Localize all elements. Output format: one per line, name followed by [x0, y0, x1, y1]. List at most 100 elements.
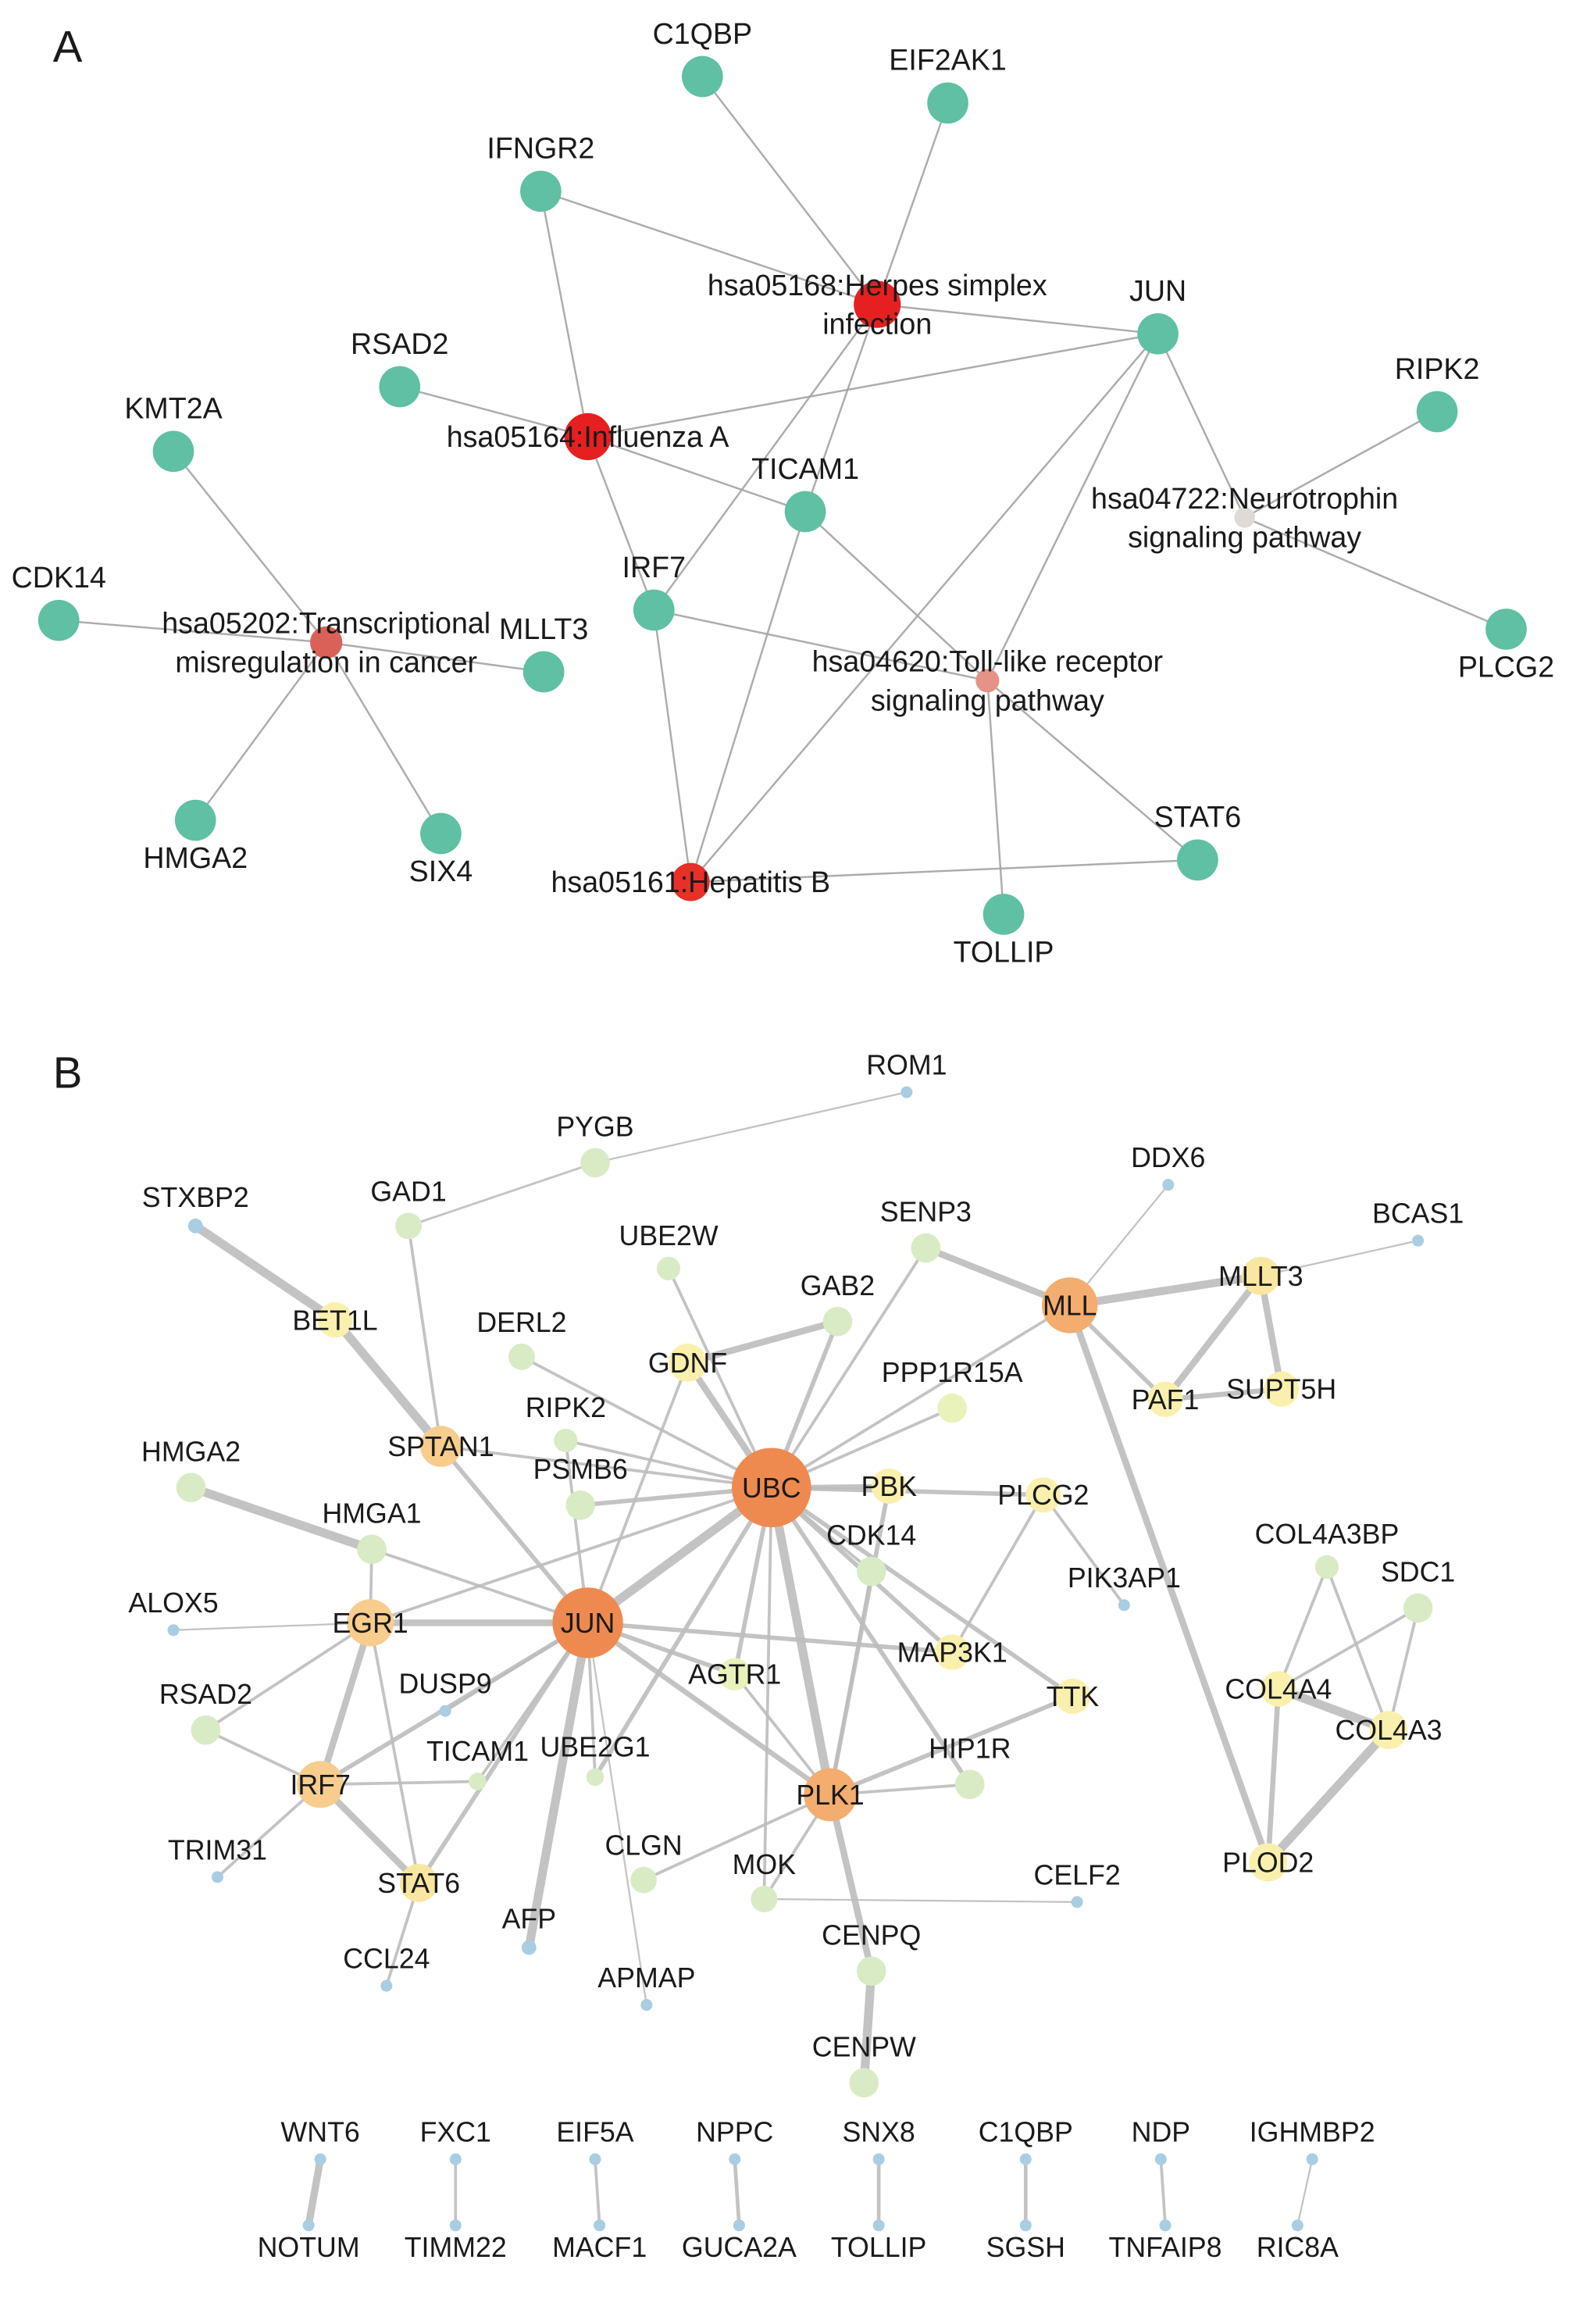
node-APMAP: [640, 1999, 653, 2012]
label-SDC1: SDC1: [1381, 1557, 1455, 1588]
node-KMT2A: [152, 430, 194, 473]
label-BCAS1: BCAS1: [1372, 1198, 1464, 1230]
panel-b-letter: B: [53, 1048, 83, 1097]
node-GUCA2A: [733, 2219, 745, 2232]
node-UBE2G1: [586, 1768, 604, 1787]
node-RIPK2: [554, 1428, 578, 1453]
node-CENPW: [849, 2068, 879, 2098]
node-RIPK2: [1416, 391, 1458, 433]
edge-COL4A3BP-COL4A3: [1325, 1565, 1390, 1732]
edge-CENPQ-CENPW: [859, 1966, 876, 2087]
node-MACF1: [594, 2219, 606, 2232]
edge-JUN-h05168: [876, 303, 1159, 335]
label-PYGB: PYGB: [556, 1112, 633, 1143]
label-h05164-line1: hsa05164:Influenza A: [447, 420, 730, 453]
edge-EGR1-IRF7: [316, 1619, 374, 1788]
edge-NDP-TNFAIP8: [1159, 2158, 1167, 2227]
edge-JUN-h04722: [1157, 333, 1246, 519]
label-AGTR1: AGTR1: [688, 1659, 781, 1690]
label-UBE2G1: UBE2G1: [540, 1732, 650, 1763]
edge-GDNF-GAB2: [684, 1318, 841, 1366]
node-C1QBP: [1019, 2153, 1032, 2165]
edge-UBC-UBE2W: [667, 1267, 773, 1490]
label-TICAM1: TICAM1: [751, 452, 859, 485]
edge-MLL-MLLT3: [1065, 1272, 1265, 1310]
label-h05202-line1: hsa05202:Transcriptional: [162, 607, 490, 640]
label-RIPK2: RIPK2: [526, 1392, 606, 1423]
node-EIF5A: [589, 2153, 601, 2165]
node-GAB2: [822, 1306, 853, 1337]
label-TOLLIP: TOLLIP: [831, 2232, 927, 2263]
node-RIC8A: [1291, 2219, 1303, 2232]
edge-SPTAN1-UBC: [439, 1444, 773, 1490]
edge-IFNGR2-h05168: [540, 190, 879, 305]
edge-UBC-PLCG2: [769, 1485, 1046, 1498]
label-KMT2A: KMT2A: [124, 392, 223, 425]
node-SENP3: [911, 1233, 941, 1263]
node-NDP: [1154, 2153, 1167, 2165]
node-WNT6: [314, 2153, 326, 2165]
node-UBE2W: [657, 1256, 681, 1280]
node-C1QBP: [682, 55, 723, 98]
node-TTK: [1054, 1678, 1091, 1714]
edge-IRF7-h04620: [653, 609, 989, 682]
edge-TICAM1-h05168: [804, 303, 879, 513]
label-TICAM1: TICAM1: [426, 1736, 529, 1767]
node-PBK: [871, 1468, 907, 1504]
label-IRF7: IRF7: [622, 551, 687, 584]
edge-KMT2A-h05202: [172, 450, 327, 644]
label-TNFAIP8: TNFAIP8: [1109, 2232, 1222, 2263]
label-STAT6: STAT6: [377, 1868, 460, 1899]
edge-MLLT3-PAF1: [1161, 1273, 1264, 1403]
node-TOLLIP: [983, 894, 1025, 935]
node-UBC: [731, 1448, 811, 1528]
node-TRIM31: [211, 1871, 223, 1883]
label-GAB2: GAB2: [801, 1270, 875, 1301]
label-GDNF: GDNF: [648, 1348, 727, 1379]
edge-STXBP2-BET1L: [191, 1221, 340, 1325]
edge-COL4A4-COL4A3: [1274, 1684, 1393, 1735]
label-IFNGR2: IFNGR2: [487, 132, 594, 165]
node-EGR1: [347, 1599, 394, 1647]
edge-GAD1-SPTAN1: [407, 1224, 443, 1448]
edge-JUN-MAP3K1: [585, 1620, 955, 1655]
edge-PAF1-SUPT5H: [1162, 1386, 1284, 1402]
node-SDC1: [1403, 1593, 1433, 1623]
label-COL4A3: COL4A3: [1335, 1715, 1442, 1746]
label-JUN: JUN: [1129, 274, 1186, 307]
label-PLOD2: PLOD2: [1222, 1847, 1314, 1879]
edge-JUN-h04620: [986, 333, 1159, 682]
edge-COL4A3-PLOD2: [1264, 1726, 1393, 1867]
edge-UBC-MOK: [762, 1486, 773, 1901]
label-RIC8A: RIC8A: [1257, 2232, 1339, 2263]
node-AGTR1: [719, 1658, 751, 1690]
edge-IGHMBP2-RIC8A: [1296, 2158, 1314, 2226]
label-NOTUM: NOTUM: [258, 2232, 360, 2263]
node-FXC1: [449, 2153, 462, 2165]
label-DERL2: DERL2: [476, 1307, 566, 1338]
node-JUN: [552, 1587, 623, 1658]
label-RSAD2: RSAD2: [159, 1679, 252, 1710]
edge-EGR1-ALOX5: [172, 1622, 372, 1631]
node-PAF1: [1147, 1381, 1183, 1417]
node-TIMM22: [449, 2219, 462, 2232]
node-h04620: [975, 669, 1000, 693]
label-HMGA2: HMGA2: [143, 841, 248, 874]
node-STXBP2: [187, 1218, 203, 1233]
edge-MLLT3-h05202: [325, 641, 545, 673]
edge-SPTAN1-JUN: [438, 1444, 590, 1626]
label-COL4A3BP: COL4A3BP: [1255, 1519, 1400, 1550]
label-UBE2W: UBE2W: [619, 1220, 719, 1251]
node-PLCG2: [1025, 1477, 1061, 1513]
label-h05168-line2: infection: [822, 308, 932, 341]
label-SGSH: SGSH: [986, 2232, 1065, 2263]
node-HIP1R: [954, 1769, 985, 1800]
node-TNFAIP8: [1159, 2219, 1172, 2232]
label-CDK14: CDK14: [12, 561, 106, 594]
label-ROM1: ROM1: [866, 1050, 947, 1081]
node-GAD1: [395, 1212, 422, 1240]
panel-a-network: C1QBPEIF2AK1IFNGR2JUNRIPK2RSAD2KMT2ATICA…: [12, 17, 1555, 969]
node-IRF7: [297, 1761, 344, 1808]
label-JUN: JUN: [561, 1608, 615, 1639]
node-TICAM1: [784, 491, 826, 533]
